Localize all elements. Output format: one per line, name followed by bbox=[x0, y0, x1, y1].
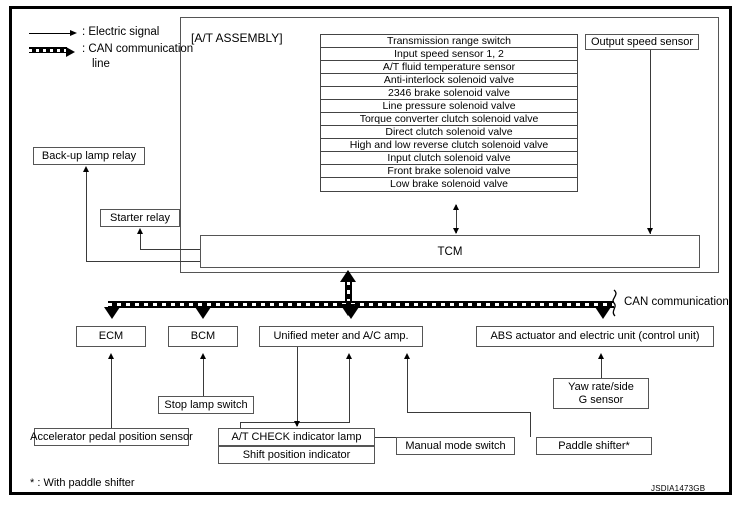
bcm-stoplamp-arrow bbox=[200, 353, 206, 359]
starter-relay-arrow bbox=[137, 228, 143, 234]
bcm-stoplamp-line bbox=[203, 358, 204, 396]
stop-lamp-switch-box: Stop lamp switch bbox=[158, 396, 254, 414]
backup-lamp-relay-box: Back-up lamp relay bbox=[33, 147, 145, 165]
component-row: Transmission range switch bbox=[321, 35, 577, 48]
component-row: High and low reverse clutch solenoid val… bbox=[321, 139, 577, 152]
component-row: Direct clutch solenoid valve bbox=[321, 126, 577, 139]
legend-can-line bbox=[29, 47, 67, 53]
accelerator-pedal-sensor-box: Accelerator pedal position sensor bbox=[30, 428, 193, 446]
can-bus-squiggle bbox=[612, 289, 617, 317]
unified-manualmode-arrow bbox=[346, 353, 352, 359]
component-row: Torque converter clutch solenoid valve bbox=[321, 113, 577, 126]
yaw-rate-line-1: Yaw rate/side bbox=[568, 381, 634, 394]
starter-relay-v-line bbox=[140, 233, 141, 250]
component-row: Input clutch solenoid valve bbox=[321, 152, 577, 165]
legend-can-label-line2: line bbox=[92, 58, 110, 70]
figure-frame: : Electric signal : CAN communication li… bbox=[9, 6, 732, 495]
can-communication-label: CAN communication bbox=[624, 296, 729, 308]
can-bus-line bbox=[108, 301, 614, 308]
output-speed-sensor-box: Output speed sensor bbox=[585, 34, 699, 50]
unified-paddle-v1 bbox=[407, 358, 408, 412]
backup-relay-h-line bbox=[86, 261, 200, 262]
abs-yawrate-line bbox=[601, 358, 602, 378]
backup-relay-arrow bbox=[83, 166, 89, 172]
unified-atcheck-arrow bbox=[294, 421, 300, 427]
yaw-rate-line-2: G sensor bbox=[578, 393, 624, 406]
component-row: 2346 brake solenoid valve bbox=[321, 87, 577, 100]
ecm-apps-arrow bbox=[108, 353, 114, 359]
tcm-can-arrow-up bbox=[340, 270, 356, 282]
starter-relay-h-line bbox=[140, 249, 200, 250]
footnote-paddle-shifter: * : With paddle shifter bbox=[30, 477, 135, 489]
paddle-shifter-box: Paddle shifter* bbox=[536, 437, 652, 455]
complist-tcm-arrow-up bbox=[453, 204, 459, 210]
abs-unit-box: ABS actuator and electric unit (control … bbox=[476, 326, 714, 347]
backup-relay-v-line bbox=[86, 171, 87, 262]
ecm-apps-line bbox=[111, 358, 112, 429]
complist-tcm-arrow-down bbox=[453, 228, 459, 234]
unified-meter-box: Unified meter and A/C amp. bbox=[259, 326, 423, 347]
shift-position-indicator-box: Shift position indicator bbox=[218, 446, 375, 464]
legend-electric-arrowhead bbox=[70, 29, 77, 36]
can-drop-abs bbox=[595, 307, 611, 319]
ecm-box: ECM bbox=[76, 326, 146, 347]
legend-can-label-line1: : CAN communication bbox=[82, 43, 194, 55]
at-check-indicator-lamp-box: A/T CHECK indicator lamp bbox=[218, 428, 375, 446]
unified-manualmode-v1 bbox=[349, 358, 350, 422]
starter-relay-box: Starter relay bbox=[100, 209, 180, 227]
complist-tcm-line bbox=[456, 205, 457, 233]
document-code: JSDIA1473GB bbox=[651, 484, 706, 493]
component-row: Anti-interlock solenoid valve bbox=[321, 74, 577, 87]
legend-electric-signal-label: : Electric signal bbox=[82, 26, 160, 38]
paddle-riser bbox=[530, 412, 531, 437]
can-drop-bcm bbox=[195, 307, 211, 319]
component-row: A/T fluid temperature sensor bbox=[321, 61, 577, 74]
bcm-box: BCM bbox=[168, 326, 238, 347]
component-row: Input speed sensor 1, 2 bbox=[321, 48, 577, 61]
legend-can-arrowhead bbox=[66, 46, 75, 57]
at-assembly-title: [A/T ASSEMBLY] bbox=[191, 31, 283, 45]
output-sensor-tcm-arrow bbox=[647, 228, 653, 234]
yaw-rate-sensor-box: Yaw rate/side G sensor bbox=[553, 378, 649, 409]
component-row: Front brake solenoid valve bbox=[321, 165, 577, 178]
output-sensor-tcm-line bbox=[650, 50, 651, 234]
manual-mode-switch-box: Manual mode switch bbox=[396, 437, 515, 455]
can-drop-ecm bbox=[104, 307, 120, 319]
component-row: Line pressure solenoid valve bbox=[321, 100, 577, 113]
tcm-can-stem bbox=[345, 281, 352, 304]
unified-paddle-arrow bbox=[404, 353, 410, 359]
unified-atcheck-line bbox=[297, 347, 298, 426]
tcm-box: TCM bbox=[200, 235, 700, 268]
can-drop-unified-meter bbox=[343, 307, 359, 319]
unified-paddle-h bbox=[407, 412, 531, 413]
abs-yawrate-arrow bbox=[598, 353, 604, 359]
legend-electric-line bbox=[29, 33, 72, 34]
at-component-list: Transmission range switch Input speed se… bbox=[320, 34, 578, 192]
component-row: Low brake solenoid valve bbox=[390, 178, 508, 190]
at-assembly-outline bbox=[180, 17, 719, 273]
